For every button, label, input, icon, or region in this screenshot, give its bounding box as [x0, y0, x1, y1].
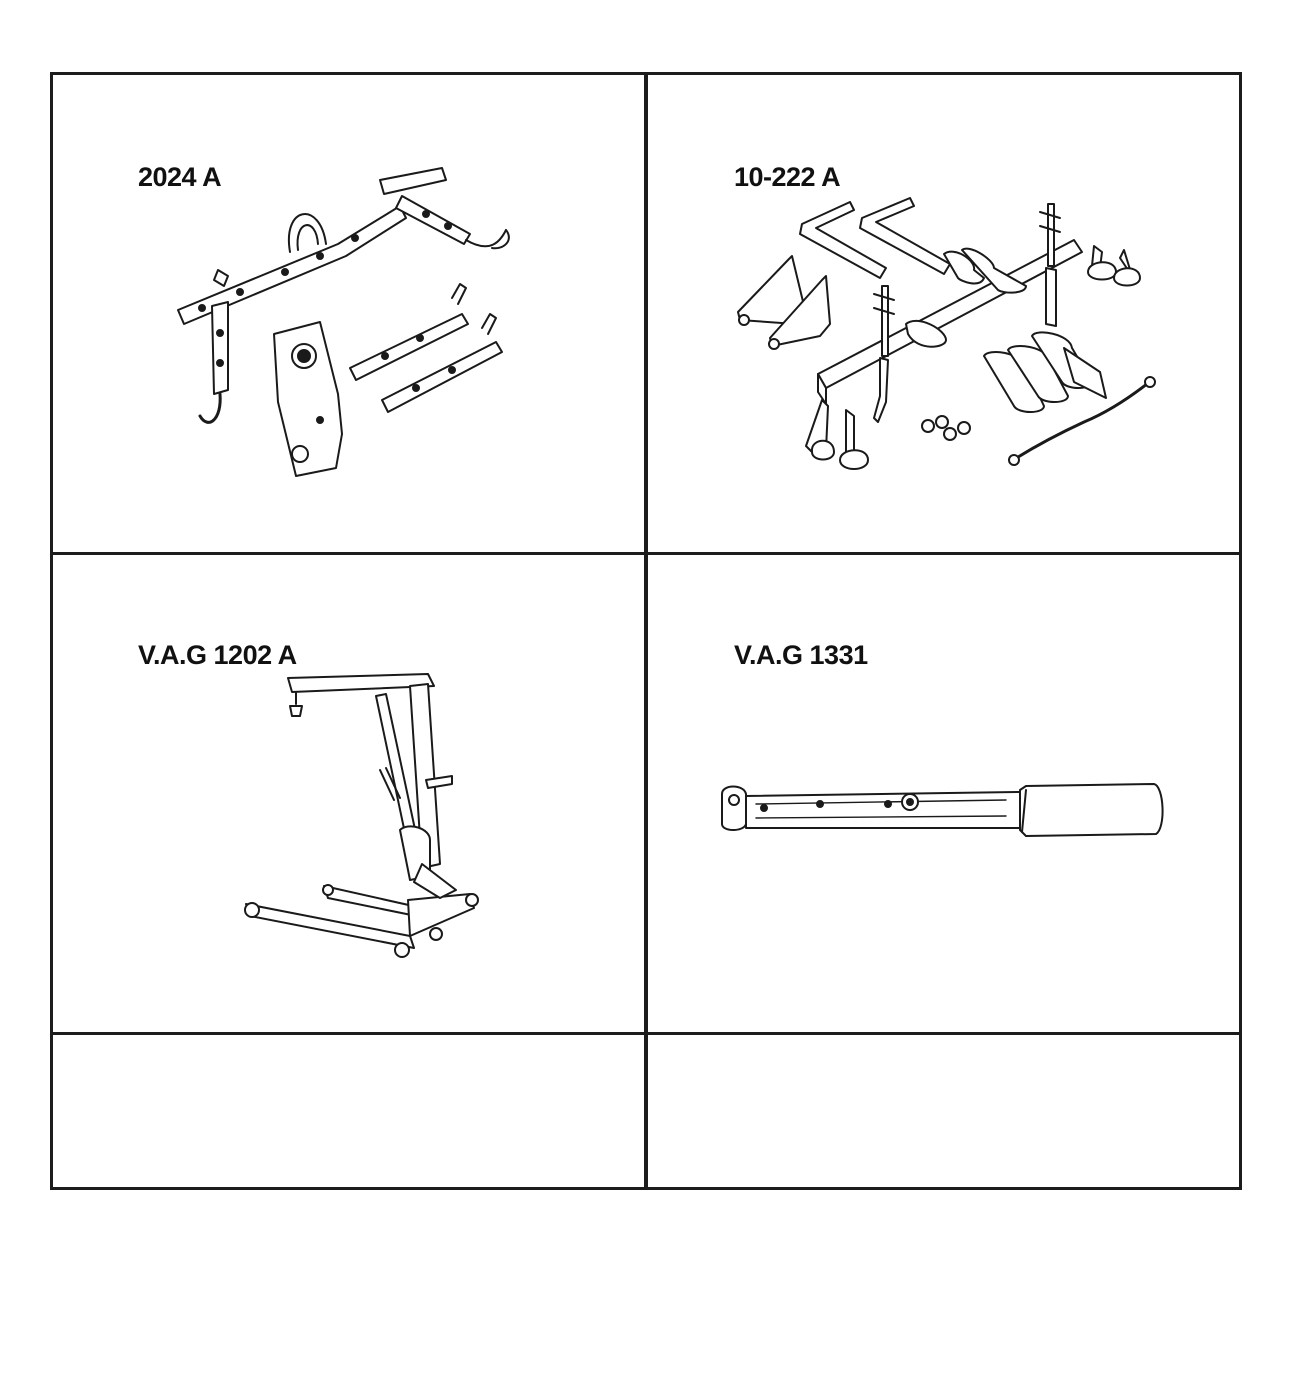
empty-cell [648, 1035, 1239, 1187]
row-divider [50, 1032, 1242, 1035]
row-divider [50, 552, 1242, 555]
tool-label: V.A.G 1331 [734, 640, 868, 670]
column-divider [644, 72, 648, 1190]
empty-cell [53, 1035, 644, 1187]
workshop-crane-icon [240, 672, 490, 962]
torque-wrench-icon [716, 776, 1168, 846]
tool-label: V.A.G 1202 A [138, 640, 297, 670]
tool-label: 10-222 A [734, 162, 841, 192]
engine-lifting-bracket-icon [170, 158, 530, 478]
engine-support-bridge-icon [722, 196, 1168, 486]
tool-label: 2024 A [138, 162, 222, 192]
